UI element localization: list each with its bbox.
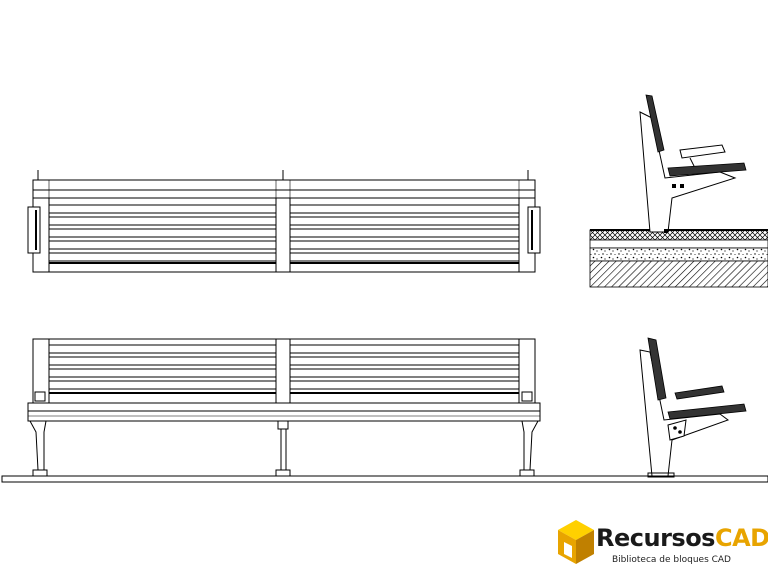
logo-tagline: Biblioteca de bloques CAD <box>612 555 731 565</box>
logo-word-part2: CAD <box>714 524 768 552</box>
side-section-bottom <box>639 337 747 478</box>
front-elevation-top <box>27 170 541 273</box>
logo-word-part1: Recursos <box>596 524 715 552</box>
front-elevation-bottom <box>1 338 768 483</box>
cube-logo-icon <box>558 520 594 564</box>
recursoscad-logo: RecursosCAD Biblioteca de bloques CAD <box>556 516 768 576</box>
logo-wordmark: RecursosCAD <box>596 524 768 552</box>
side-section-top <box>589 94 768 288</box>
